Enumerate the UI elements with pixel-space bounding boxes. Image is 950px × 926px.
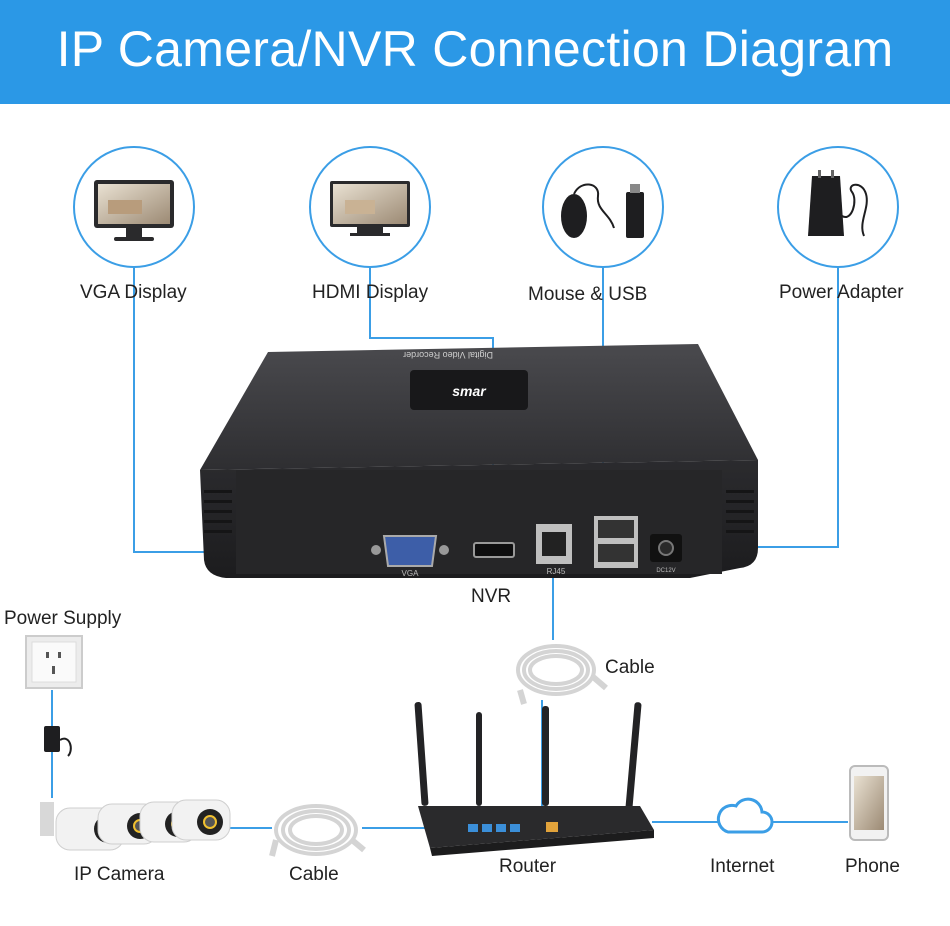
power-adapter-label: Power Adapter — [779, 282, 904, 303]
ip-cameras — [40, 799, 231, 851]
power-outlet-icon — [25, 635, 83, 689]
vga-port-icon — [382, 535, 438, 567]
power-adapter-circle — [777, 146, 899, 268]
vga-port-label: VGA — [402, 569, 420, 578]
nvr-top-text: Digital Video Recorder — [403, 350, 493, 360]
vga-display-label: VGA Display — [80, 282, 187, 303]
cable-bottom-label: Cable — [289, 864, 339, 885]
cable-coil-bottom — [269, 804, 366, 857]
internet-label: Internet — [710, 856, 775, 877]
header-banner: IP Camera/NVR Connection Diagram — [0, 0, 950, 104]
mouse-usb-label: Mouse & USB — [528, 284, 648, 305]
power-supply-label: Power Supply — [4, 608, 122, 629]
usb-dongle-icon — [626, 192, 644, 238]
dc-port-label: DC12V — [656, 568, 675, 574]
mouse-usb-circle — [542, 146, 664, 268]
hdmi-display-label: HDMI Display — [312, 282, 429, 303]
hdmi-port-icon — [473, 542, 515, 558]
cloud-icon — [716, 797, 774, 834]
phone-icon — [849, 765, 889, 841]
cable-coil-top — [516, 644, 608, 705]
vga-display-circle — [73, 146, 195, 268]
nvr-device — [200, 344, 758, 578]
router-label: Router — [499, 856, 557, 877]
page-title: IP Camera/NVR Connection Diagram — [56, 21, 894, 77]
camera-power-adapter-icon — [44, 726, 72, 757]
ip-camera-label: IP Camera — [74, 864, 165, 885]
nvr-label: NVR — [471, 586, 512, 607]
nvr-brand-logo: smar — [452, 383, 487, 399]
rj45-port-label: RJ45 — [547, 567, 566, 576]
cable-top-label: Cable — [605, 657, 655, 678]
phone-label: Phone — [845, 856, 900, 877]
router-device — [414, 702, 654, 856]
mouse-icon — [561, 194, 587, 238]
hdmi-display-circle — [309, 146, 431, 268]
power-plug-icon — [808, 176, 844, 236]
